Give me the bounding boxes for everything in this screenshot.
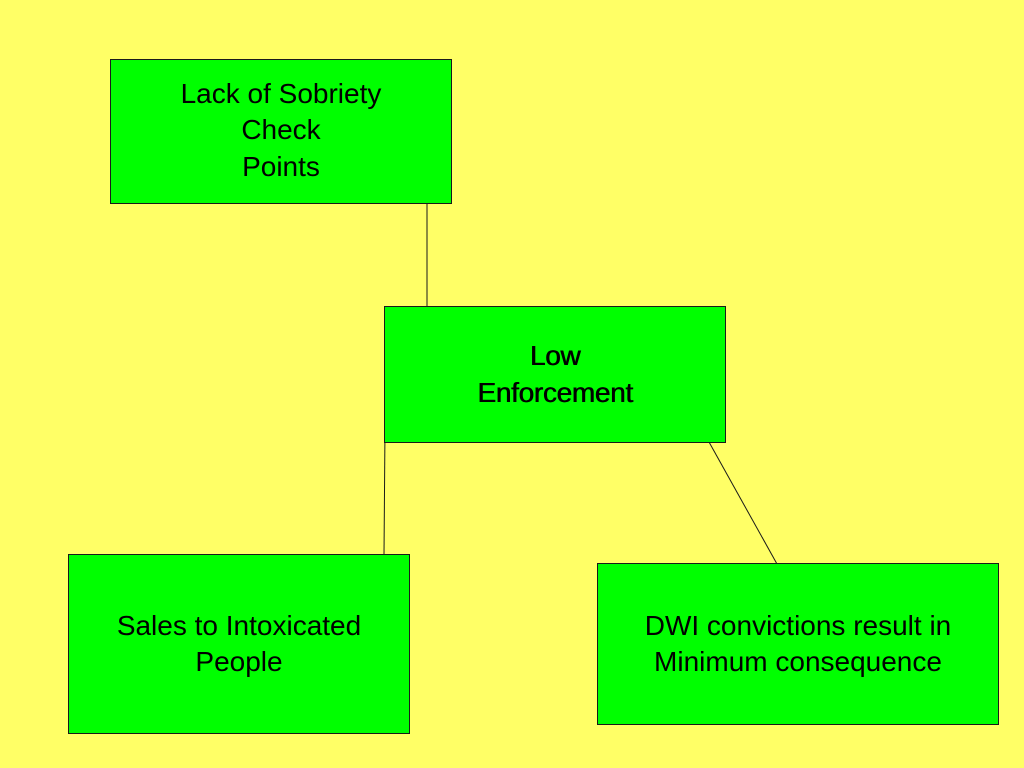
- connector-enforcement-to-sales: [383, 427, 386, 556]
- connector-enforcement-to-dwi: [708, 441, 778, 565]
- node-label: Low Enforcement: [477, 340, 633, 408]
- node-dwi-convictions: DWI convictions result in Minimum conseq…: [597, 563, 999, 725]
- node-label: Lack of Sobriety Check Points: [180, 78, 382, 182]
- node-label: Sales to Intoxicated People: [116, 609, 362, 677]
- node-sales-to-intoxicated-people: Sales to Intoxicated People: [68, 554, 410, 734]
- node-lack-of-sobriety-check-points: Lack of Sobriety Check Points: [110, 59, 452, 204]
- node-label: DWI convictions result in Minimum conseq…: [644, 609, 952, 677]
- node-low-enforcement: Low Enforcement: [384, 306, 726, 443]
